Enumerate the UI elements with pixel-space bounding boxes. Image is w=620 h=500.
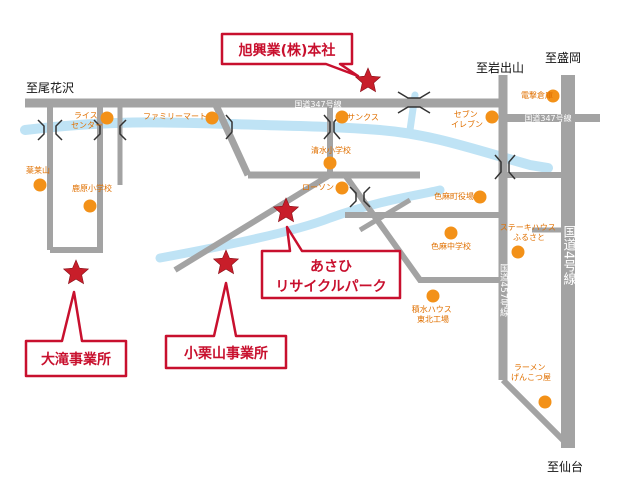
callout-otaki: 大滝事業所 — [24, 290, 128, 378]
callout-recycle-park: あさひ リサイクルパーク — [260, 225, 402, 300]
route-347-east-label: 国道347号線 — [524, 113, 571, 123]
poi-label-sekisui: 積水ハウス 東北工場 — [412, 304, 455, 324]
callout-head-office-label: 旭興業(株)本社 — [238, 42, 336, 59]
poi-label-ronbara: 鹿原小学校 — [72, 183, 112, 193]
poi-dot-rice-center — [100, 111, 114, 125]
road-lower-east — [500, 377, 571, 448]
direction-morioka: 至盛岡 — [545, 50, 581, 65]
road-lawson-se — [342, 173, 503, 283]
star-oguriyama — [212, 249, 240, 275]
direction-iwadeyama: 至岩出山 — [476, 60, 524, 75]
poi-dot-gyokuzan — [33, 178, 47, 192]
callout-otaki-label: 大滝事業所 — [41, 351, 111, 368]
route-347-label: 国道347号線 — [294, 99, 341, 109]
poi-dot-steakhouse — [511, 245, 525, 259]
poi-label-seven-eleven: セブン イレブン — [451, 109, 483, 129]
poi-label-sunkus: サンクス — [347, 113, 379, 122]
star-otaki — [62, 259, 90, 285]
poi-label-rice-center: ライス センター — [71, 111, 103, 130]
poi-label-gyokuzan: 薬莱山 — [26, 165, 50, 175]
poi-label-ramen: ラーメン げんこつ屋 — [511, 363, 551, 382]
poi-dot-family-mart — [205, 111, 219, 125]
poi-dot-seven-eleven — [485, 110, 499, 124]
route-4-label: 国道4号線 — [561, 225, 577, 286]
direction-obanazawa: 至尾花沢 — [26, 80, 74, 95]
road-yakuba-nw — [358, 197, 412, 233]
poi-dot-dengeki — [546, 89, 560, 103]
direction-labels: 至尾花沢 至岩出山 至盛岡 至仙台 — [26, 50, 583, 474]
direction-sendai: 至仙台 — [547, 459, 583, 474]
road-diagonal-sw — [173, 172, 332, 273]
callout-oguriyama: 小栗山事業所 — [164, 281, 288, 370]
poi-label-shimizu: 清水小学校 — [311, 145, 351, 155]
poi-dot-lawson — [335, 181, 349, 195]
poi-dot-town-office — [473, 190, 487, 204]
route-labels: 国道347号線 国道347号線 国道457号線 国道4号線 — [294, 99, 576, 317]
poi-dot-sekisui — [426, 289, 440, 303]
poi-dot-sunkus — [335, 110, 349, 124]
roads — [25, 75, 600, 448]
route-457-label: 国道457号線 — [498, 263, 509, 316]
poi-dot-shimizu — [323, 156, 337, 170]
star-head-office — [354, 67, 382, 93]
poi-dot-ramen — [538, 395, 552, 409]
road-family-mart — [211, 101, 252, 177]
road-otaki-south — [50, 103, 103, 253]
facility-stars — [62, 67, 382, 285]
poi-label-steakhouse: ステーキハウス ふるさと — [500, 223, 559, 242]
callout-oguriyama-label: 小栗山事業所 — [184, 345, 268, 362]
poi-label-dengeki: 電撃倉庫 — [521, 90, 553, 100]
poi-dot-junior-high — [444, 226, 458, 240]
star-recycle-park — [272, 197, 300, 223]
poi-label-family-mart: ファミリーマート — [143, 112, 207, 121]
callout-head-office: 旭興業(株)本社 — [220, 32, 360, 78]
callout-recycle-park-line2: リサイクルパーク — [275, 279, 386, 295]
poi-labels: ライス センター ファミリーマート サンクス セブン イレブン 電撃倉庫 薬莱山… — [26, 90, 559, 382]
poi-label-junior-high: 色麻中学校 — [431, 241, 471, 251]
poi-dot-ronbara — [83, 199, 97, 213]
poi-label-town-office: 色麻町役場 — [434, 191, 474, 201]
poi-label-lawson: ローソン — [302, 183, 334, 192]
poi-markers — [33, 89, 560, 409]
callout-recycle-park-line1: あさひ — [310, 259, 352, 275]
